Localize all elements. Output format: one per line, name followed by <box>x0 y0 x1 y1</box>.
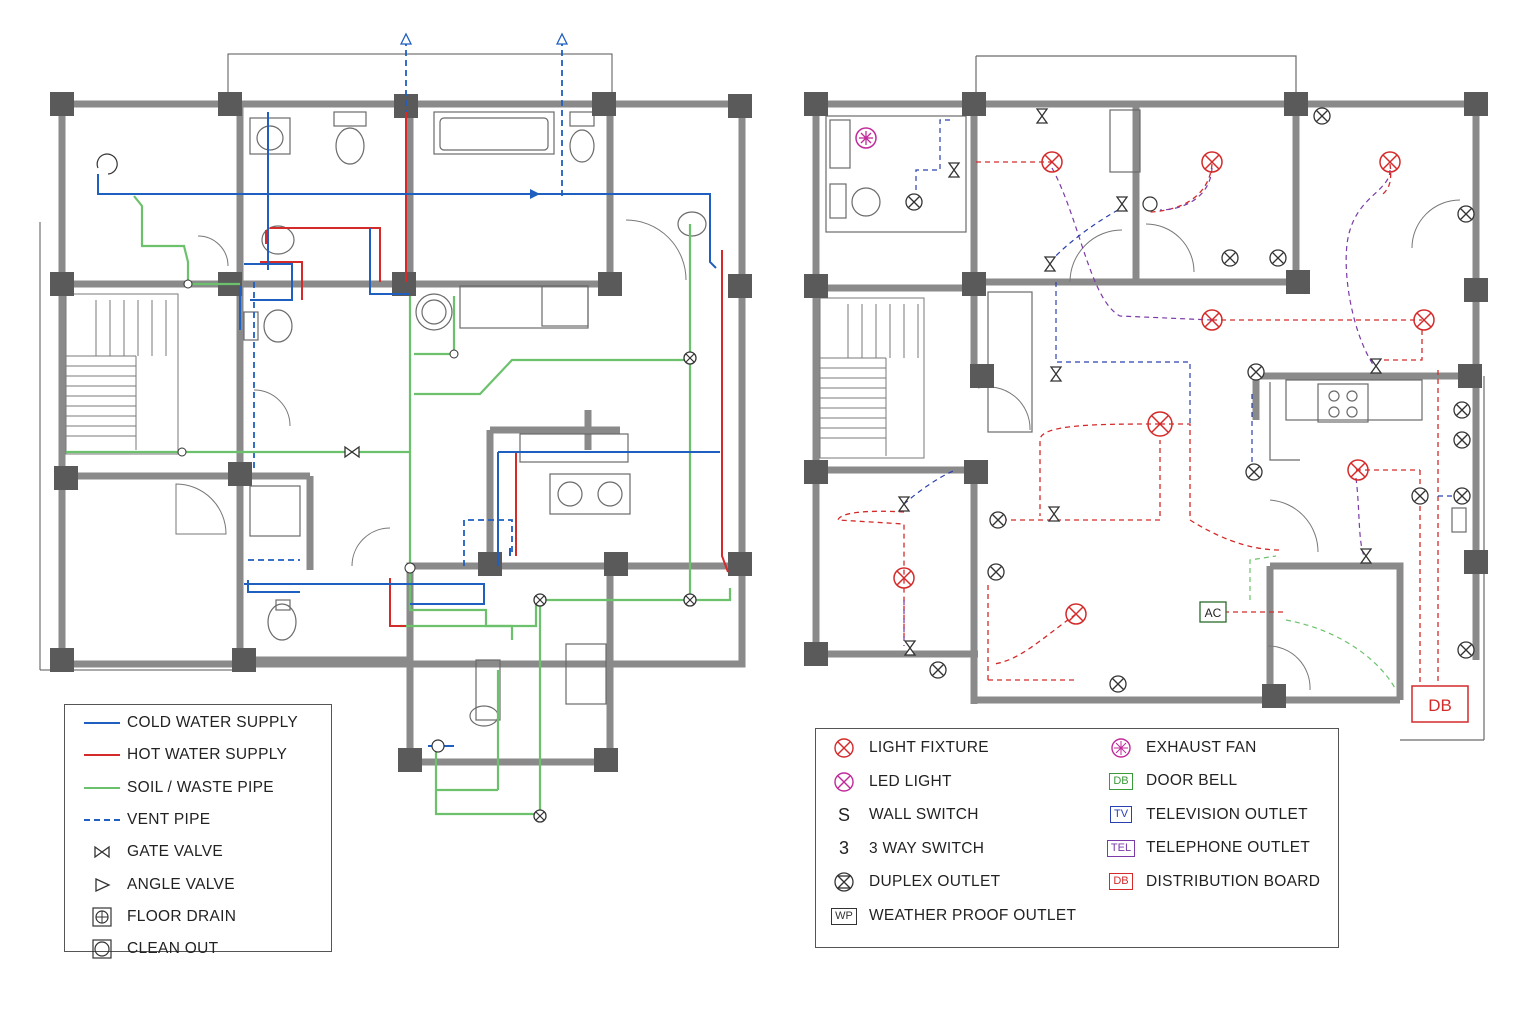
electrical-legend-row-5: DB DISTRIBUTION BOARD <box>1096 870 1320 894</box>
plumbing-legend-angle-valve-icon <box>77 873 127 897</box>
plumbing-fixtures <box>243 111 707 727</box>
electrical-legend-text-icon: 3 <box>819 837 869 861</box>
exhaust-fan-icon <box>855 127 877 149</box>
electrical-legend-label: 3 WAY SWITCH <box>869 839 985 857</box>
electrical-legend-row-4: TEL TELEPHONE OUTLET <box>1096 836 1310 860</box>
electrical-wiring-blue <box>903 119 1460 505</box>
electrical-legend-row-4: 3 3 WAY SWITCH <box>819 837 984 861</box>
electrical-plan: AC DB <box>804 55 1488 741</box>
electrical-legend-light-fixture-icon <box>819 736 869 760</box>
cold-water-pipes <box>97 112 720 747</box>
plumbing-legend-row-1: COLD WATER SUPPLY <box>77 711 298 735</box>
electrical-legend-symbol-box: WP <box>831 907 857 925</box>
plumbing-doors <box>175 219 687 567</box>
electrical-legend-label: LED LIGHT <box>869 772 952 790</box>
electrical-legend-label: TELEVISION OUTLET <box>1146 805 1308 823</box>
plumbing-legend-line-dashed-icon <box>77 808 127 832</box>
plumbing-stairs <box>65 293 179 455</box>
electrical-legend-row-1: EXHAUST FAN <box>1096 736 1257 760</box>
electrical-doors <box>977 199 1461 691</box>
electrical-legend-label: WALL SWITCH <box>869 806 979 824</box>
electrical-legend-row-3: TV TELEVISION OUTLET <box>1096 803 1308 827</box>
electrical-legend-box-icon: WP <box>819 904 869 928</box>
electrical-wiring-red <box>837 161 1439 684</box>
electrical-legend-box-icon: DB <box>1096 870 1146 894</box>
plumbing-legend: COLD WATER SUPPLY HOT WATER SUPPLY SOIL / … <box>64 704 332 959</box>
electrical-legend-row-3: S WALL SWITCH <box>819 803 979 827</box>
electrical-legend-duplex-outlet-icon <box>819 870 869 894</box>
electrical-stairs <box>819 297 925 459</box>
plumbing-legend-line-solid-icon <box>77 776 127 800</box>
plumbing-plan <box>39 32 752 823</box>
electrical-legend-label: DOOR BELL <box>1146 772 1238 790</box>
plumbing-dimension-frame <box>39 53 613 671</box>
plumbing-legend-row-2: HOT WATER SUPPLY <box>77 743 287 767</box>
electrical-legend-symbol-box: DB <box>1109 873 1133 891</box>
electrical-legend-row-6: WP WEATHER PROOF OUTLET <box>819 904 1076 928</box>
plumbing-legend-label: FLOOR DRAIN <box>127 907 237 925</box>
plumbing-legend-row-7: FLOOR DRAIN <box>77 905 236 929</box>
electrical-legend-label: DISTRIBUTION BOARD <box>1146 872 1321 890</box>
electrical-legend-label: WEATHER PROOF OUTLET <box>869 907 1077 924</box>
electrical-legend-box-icon: DB <box>1096 769 1146 793</box>
electrical-legend-box-icon: TV <box>1096 803 1146 827</box>
electrical-legend-symbol-box: DB <box>1109 772 1133 790</box>
plumbing-legend-label: COLD WATER SUPPLY <box>127 714 299 731</box>
electrical-legend-symbol-text: S <box>837 804 850 825</box>
electrical-legend-label: TELEPHONE OUTLET <box>1146 839 1311 857</box>
electrical-legend-label: EXHAUST FAN <box>1146 739 1257 756</box>
electrical-legend-label: LIGHT FIXTURE <box>869 739 989 756</box>
plumbing-legend-label: CLEAN OUT <box>127 940 219 958</box>
plumbing-legend-clean-out-icon <box>77 937 127 961</box>
plumbing-legend-row-5: GATE VALVE <box>77 840 223 864</box>
electrical-legend-text-icon: S <box>819 803 869 827</box>
electrical-legend-label: DUPLEX OUTLET <box>869 873 1001 891</box>
plumbing-valves <box>177 279 697 823</box>
electrical-legend-row-2: DB DOOR BELL <box>1096 769 1237 793</box>
ac-label: AC <box>1205 606 1222 620</box>
electrical-walls <box>812 100 1480 704</box>
electrical-legend-exhaust-fan-icon <box>1096 736 1146 760</box>
plumbing-legend-label: SOIL / WASTE PIPE <box>127 778 274 796</box>
electrical-thin-walls <box>825 55 1485 741</box>
plumbing-legend-line-solid-icon <box>77 711 127 735</box>
plumbing-legend-label: GATE VALVE <box>127 843 224 861</box>
ac-unit: AC <box>1199 601 1227 623</box>
plumbing-legend-label: ANGLE VALVE <box>127 875 235 893</box>
electrical-wiring-green <box>1249 555 1397 691</box>
plumbing-legend-row-3: SOIL / WASTE PIPE <box>77 776 274 800</box>
soil-waste-pipes <box>66 195 732 816</box>
plumbing-legend-gate-valve-icon <box>77 840 127 864</box>
electrical-columns <box>804 92 1488 708</box>
electrical-legend-row-5: DUPLEX OUTLET <box>819 870 1000 894</box>
plumbing-legend-line-solid-icon <box>77 743 127 767</box>
plumbing-legend-row-6: ANGLE VALVE <box>77 873 235 897</box>
plumbing-legend-floor-drain-icon <box>77 905 127 929</box>
plumbing-legend-row-8: CLEAN OUT <box>77 937 218 961</box>
electrical-legend-row-1: LIGHT FIXTURE <box>819 736 989 760</box>
electrical-legend-symbol-box: TV <box>1109 806 1133 824</box>
electrical-legend: LIGHT FIXTURE LED LIGHT S WALL SWITCH 3 3 WAY… <box>815 728 1339 948</box>
plumbing-legend-label: VENT PIPE <box>127 810 211 828</box>
electrical-legend-symbol-text: 3 <box>838 838 849 859</box>
distribution-board-label: DB <box>1428 696 1452 715</box>
electrical-legend-box-icon: TEL <box>1096 836 1146 860</box>
electrical-legend-led-light-icon <box>819 770 869 794</box>
plumbing-legend-row-4: VENT PIPE <box>77 808 210 832</box>
electrical-legend-symbol-box: TEL <box>1106 839 1136 857</box>
electrical-legend-row-2: LED LIGHT <box>819 770 952 794</box>
distribution-board: DB <box>1411 685 1469 723</box>
plumbing-walls <box>58 100 746 766</box>
plumbing-legend-label: HOT WATER SUPPLY <box>127 746 288 764</box>
hot-water-pipes <box>260 112 729 627</box>
